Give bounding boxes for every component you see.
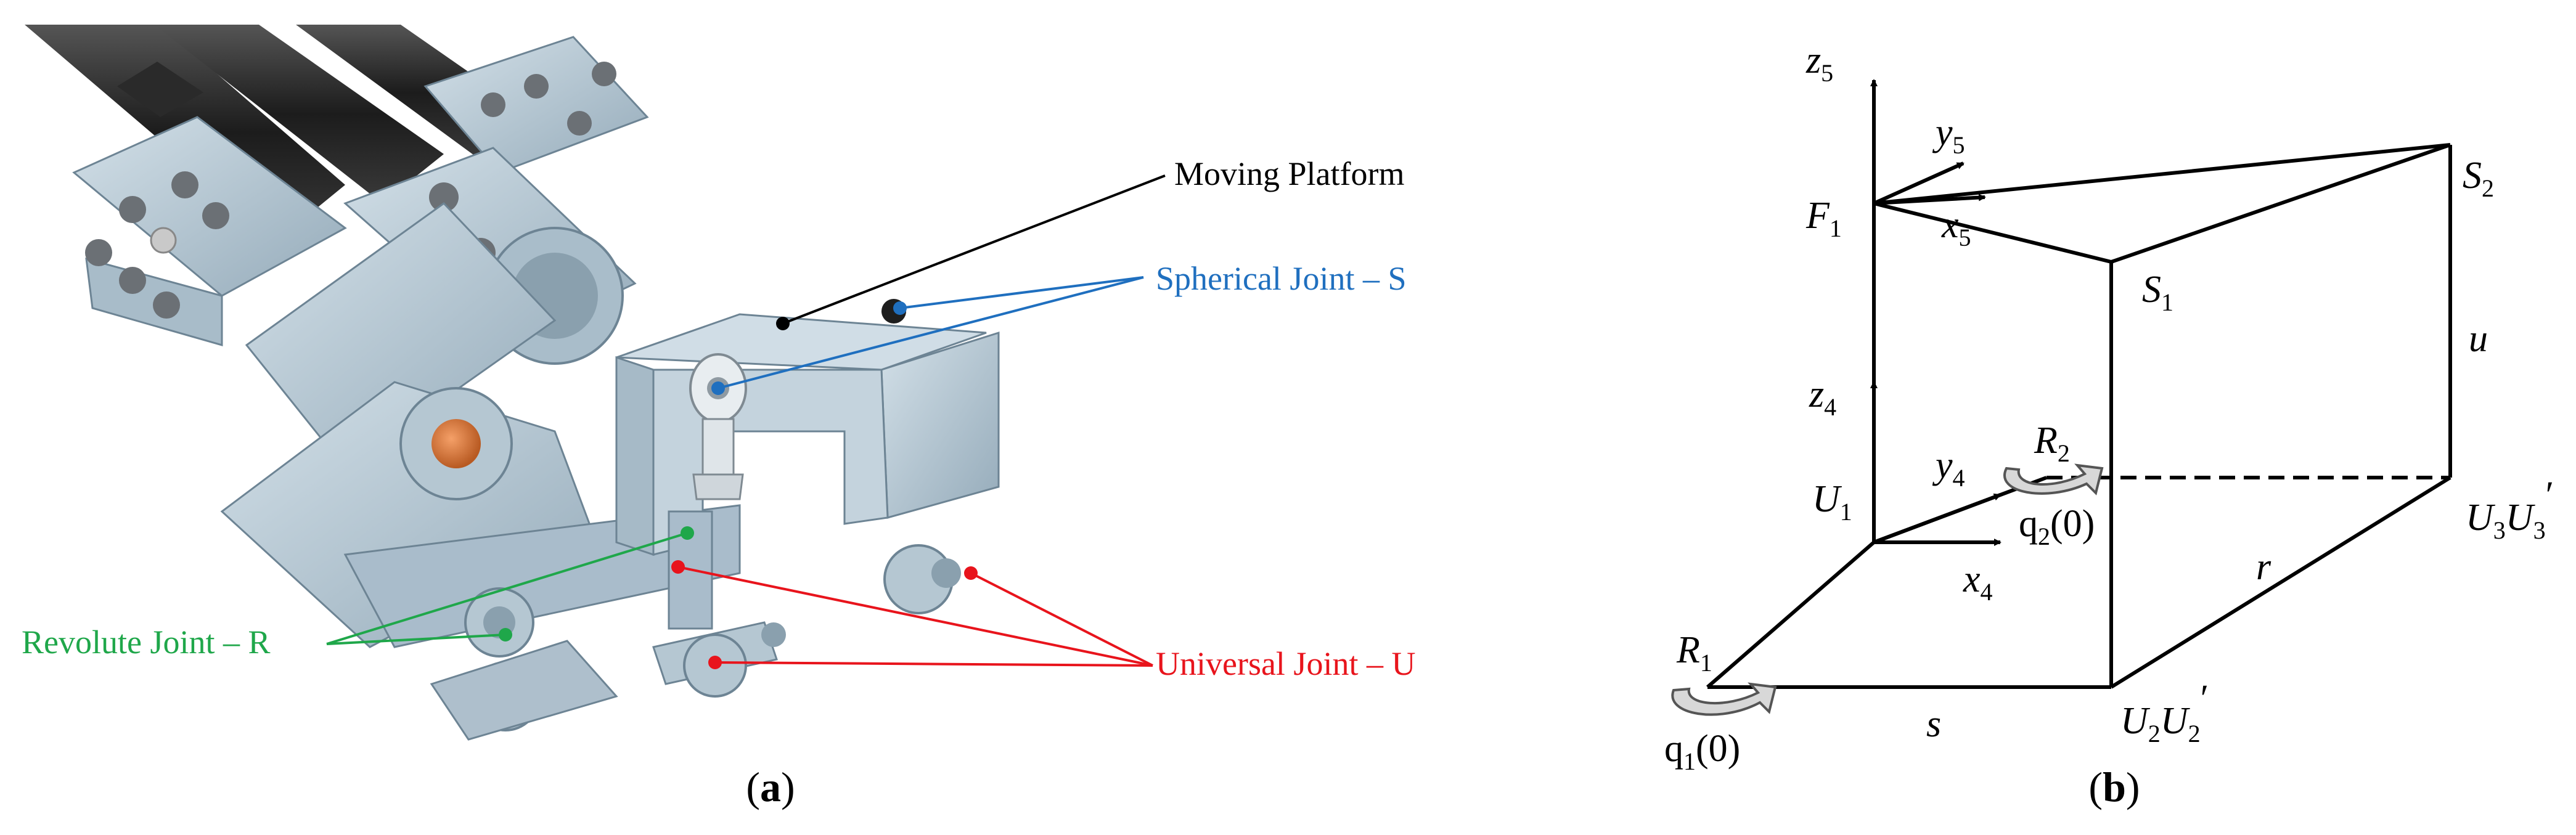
revolute-joint-label: Revolute Joint – R [22,624,271,661]
panel-a-drawing: Moving Platform Spherical Joint – S Revo… [22,25,1415,741]
u-dimension-label: u [2469,318,2488,360]
z5-label: z5 [1805,39,1833,87]
panel-b-labels: z5 y5 x5 F1 S1 S2 u z4 y4 x4 R2 U1 R1 s … [1676,39,2554,747]
u3-label: U3U3′ [2466,475,2554,544]
f1-s1-edge [1873,202,2112,264]
f1-label: F1 [1805,195,1842,242]
s1-label: S1 [2142,269,2173,316]
caption-a: (a) [746,764,795,810]
leader-lines [326,174,1166,669]
r-dimension-label: r [2256,546,2271,588]
y5-axis [1873,161,1965,205]
q1-rotation-icon [1671,682,1777,716]
left-clamp [72,116,347,346]
s2-label: S2 [2463,155,2494,202]
spherical-joint-label: Spherical Joint – S [1156,260,1406,297]
z4-label: z4 [1809,373,1836,421]
upper-clamp [245,36,649,470]
q2-rotation-icon [2003,463,2104,495]
x5-label: x5 [1941,204,1971,251]
r1-u1-edge [1706,540,1875,689]
y4-label: y4 [1932,444,1965,492]
universal-joint-label: Universal Joint – U [1156,645,1415,682]
q2-label: q2(0) [2019,503,2095,550]
moving-platform-label: Moving Platform [1174,155,1405,192]
y4-axis [1873,493,2002,544]
s-dimension-label: s [1926,703,1941,745]
caption-b: (b) [2088,764,2140,810]
panel-b-diagram [1706,79,2452,689]
q1-label: q1(0) [1664,728,1740,775]
x4-label: x4 [1963,558,1993,606]
s1-s2-edge [2111,143,2451,264]
u2-u3-edge [2110,476,2451,689]
f1-s2-edge [1873,143,2451,205]
angle-labels: q1(0) q2(0) [1664,503,2095,775]
u2-label: U2U2′ [2120,678,2209,747]
y5-label: y5 [1932,112,1965,159]
r2-label: R2 [2034,420,2070,467]
r1-label: R1 [1676,629,1712,677]
rotation-arrows [1671,463,2104,716]
u1-label: U1 [1812,478,1852,526]
